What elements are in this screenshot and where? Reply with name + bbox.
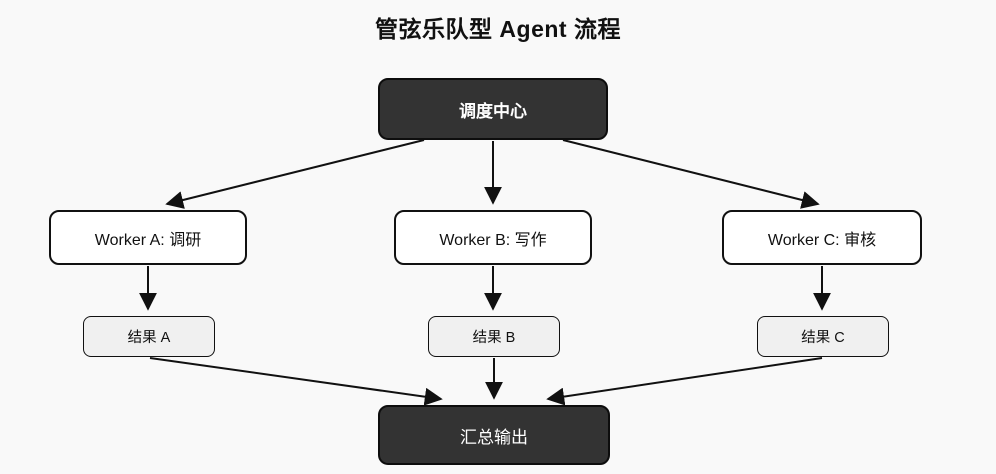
page-title: 管弦乐队型 Agent 流程	[375, 16, 621, 42]
node-worker-b-label: Worker B: 写作	[439, 231, 547, 249]
node-worker-a: Worker A: 调研	[49, 210, 247, 265]
node-result-a-label: 结果 A	[127, 330, 171, 346]
arrow-result-a-to-output	[149, 357, 443, 406]
node-result-b-label: 结果 B	[472, 330, 516, 346]
arrow-result-c-to-output	[546, 357, 823, 406]
arrow-dispatch-to-worker-c	[562, 139, 820, 209]
node-worker-c: Worker C: 审核	[722, 210, 922, 265]
arrow-dispatch-to-worker-a	[165, 139, 425, 209]
node-dispatch-center: 调度中心	[378, 78, 608, 140]
node-dispatch-center-label: 调度中心	[459, 101, 527, 121]
node-summary-output: 汇总输出	[378, 405, 610, 465]
node-result-c-label: 结果 C	[801, 330, 845, 346]
node-worker-a-label: Worker A: 调研	[94, 231, 202, 249]
node-worker-c-label: Worker C: 审核	[767, 231, 877, 249]
node-worker-b: Worker B: 写作	[394, 210, 592, 265]
node-result-a: 结果 A	[83, 316, 215, 357]
node-result-b: 结果 B	[428, 316, 560, 357]
node-summary-output-label: 汇总输出	[460, 427, 528, 447]
node-result-c: 结果 C	[757, 316, 889, 357]
